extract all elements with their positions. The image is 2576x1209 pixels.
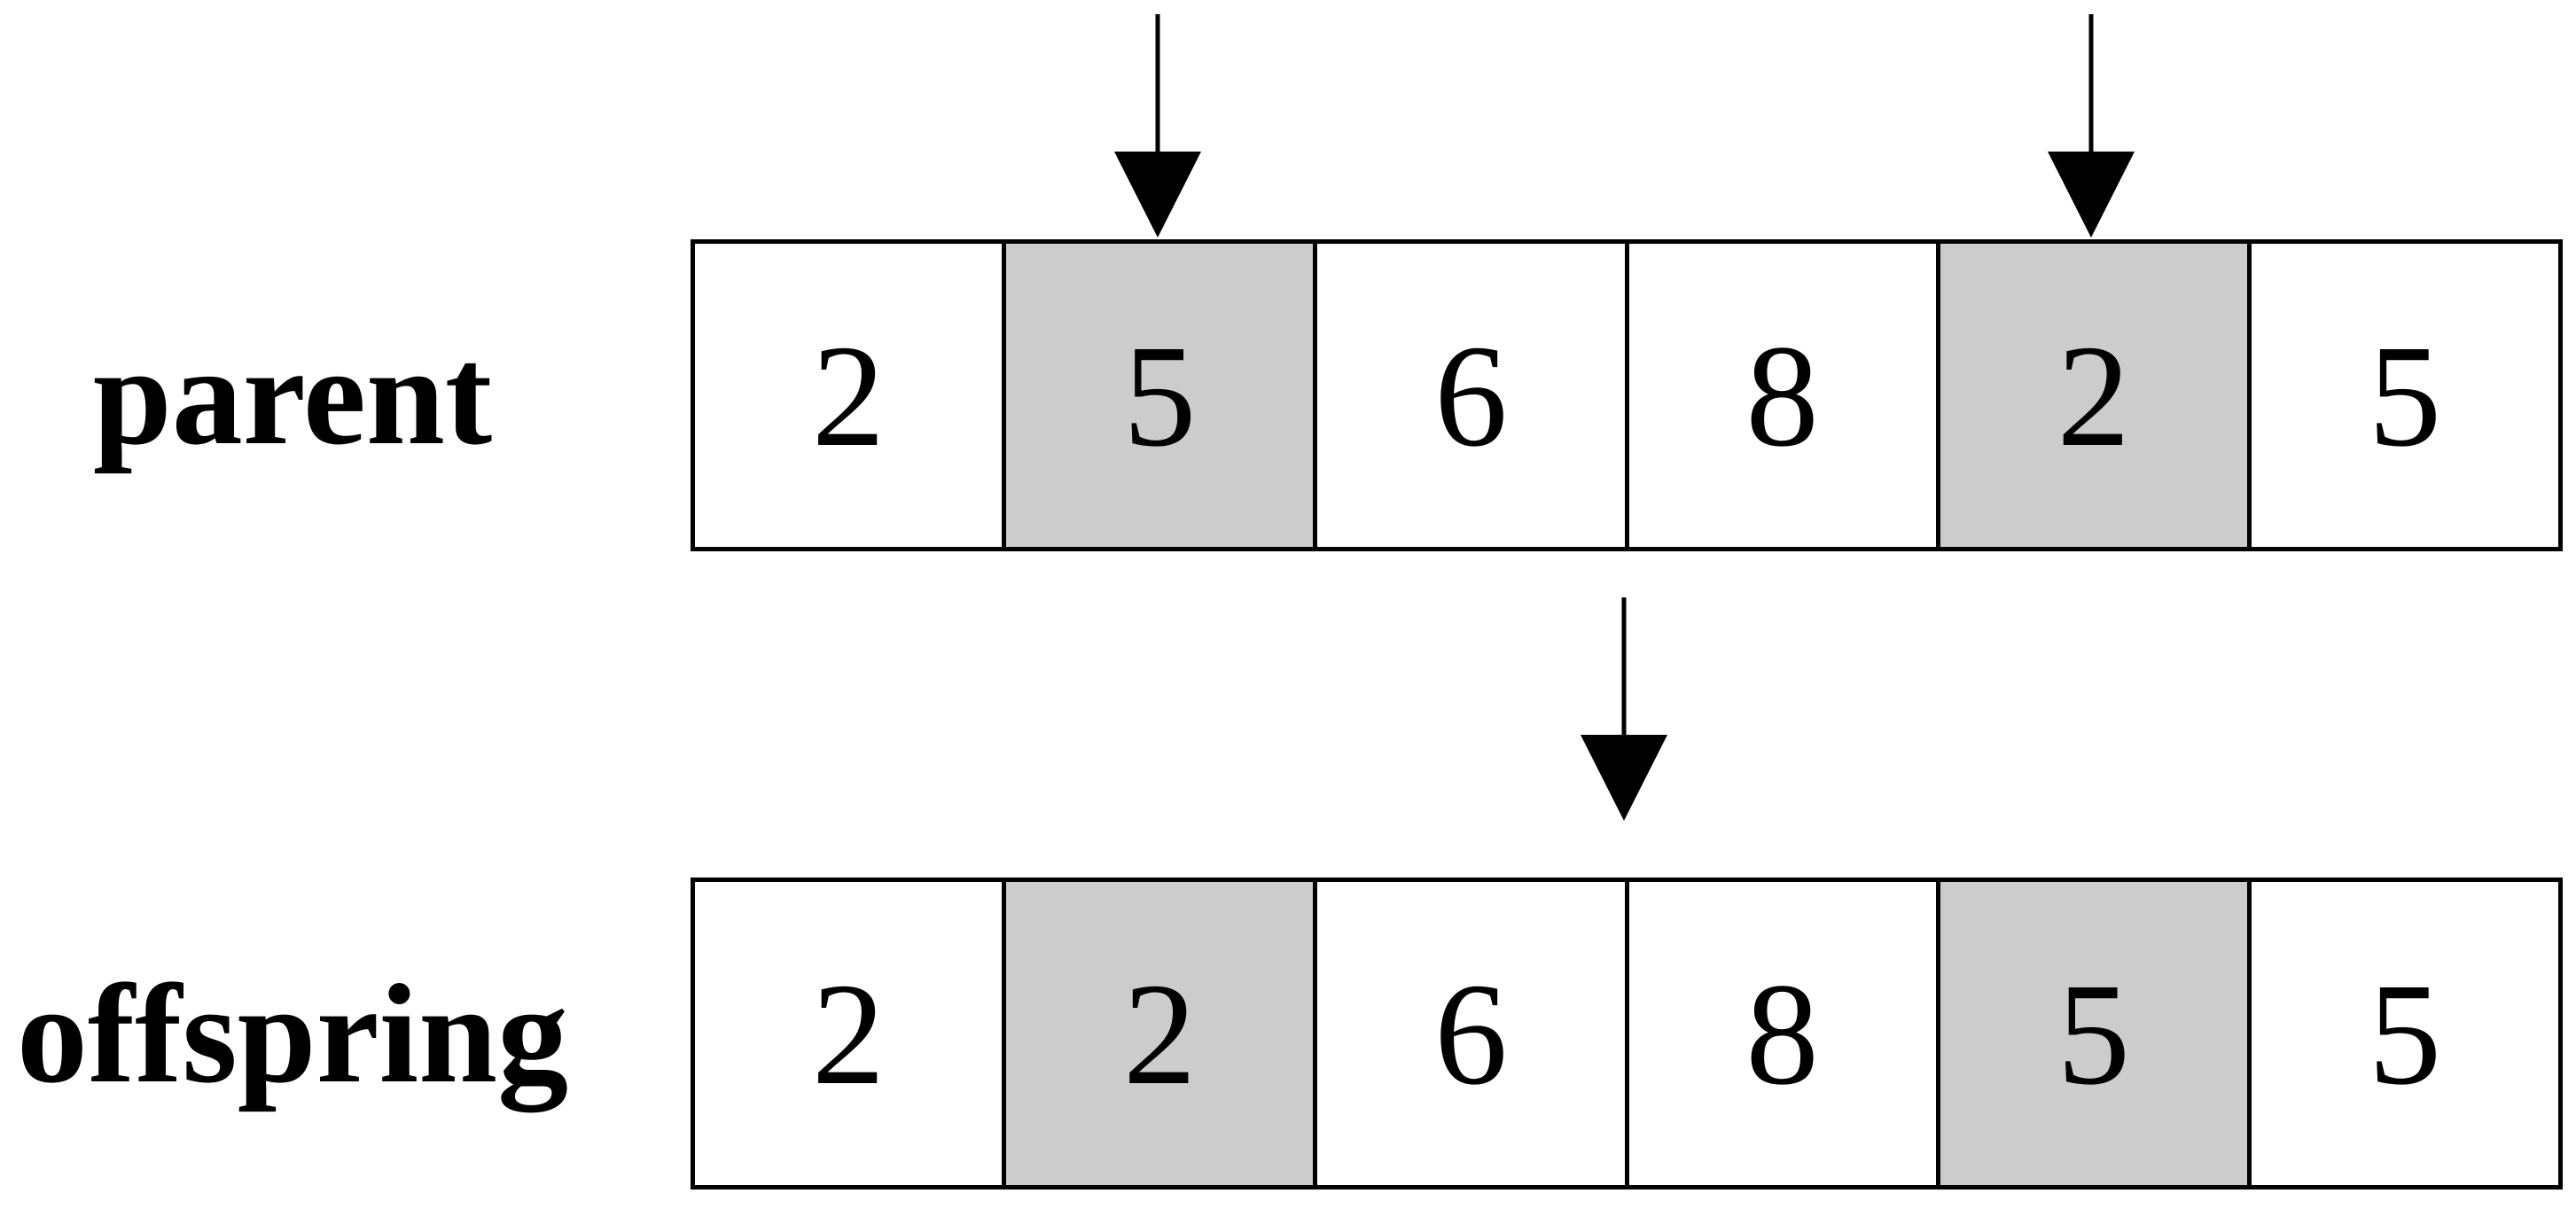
offspring-row: 2 2 6 8 5 5 — [691, 878, 2563, 1190]
offspring-cell-0: 2 — [695, 882, 1003, 1185]
parent-cell-5: 5 — [2246, 244, 2559, 547]
offspring-cell-3: 8 — [1624, 882, 1936, 1185]
offspring-cell-5: 5 — [2246, 882, 2559, 1185]
parent-cell-3: 8 — [1624, 244, 1936, 547]
offspring-cell-4: 5 — [1935, 882, 2247, 1185]
down-arrow-icon — [2048, 14, 2135, 238]
down-arrow-icon — [1114, 14, 1201, 238]
offspring-row-label: offspring — [16, 955, 569, 1112]
offspring-cell-2: 6 — [1313, 882, 1625, 1185]
parent-cell-1: 5 — [1002, 244, 1314, 547]
parent-row: 2 5 6 8 2 5 — [691, 239, 2563, 551]
parent-cell-4: 2 — [1935, 244, 2247, 547]
down-arrow-icon — [1581, 597, 1667, 821]
offspring-cell-1: 2 — [1002, 882, 1314, 1185]
parent-cell-0: 2 — [695, 244, 1003, 547]
parent-cell-2: 6 — [1313, 244, 1625, 547]
parent-row-label: parent — [92, 316, 493, 474]
